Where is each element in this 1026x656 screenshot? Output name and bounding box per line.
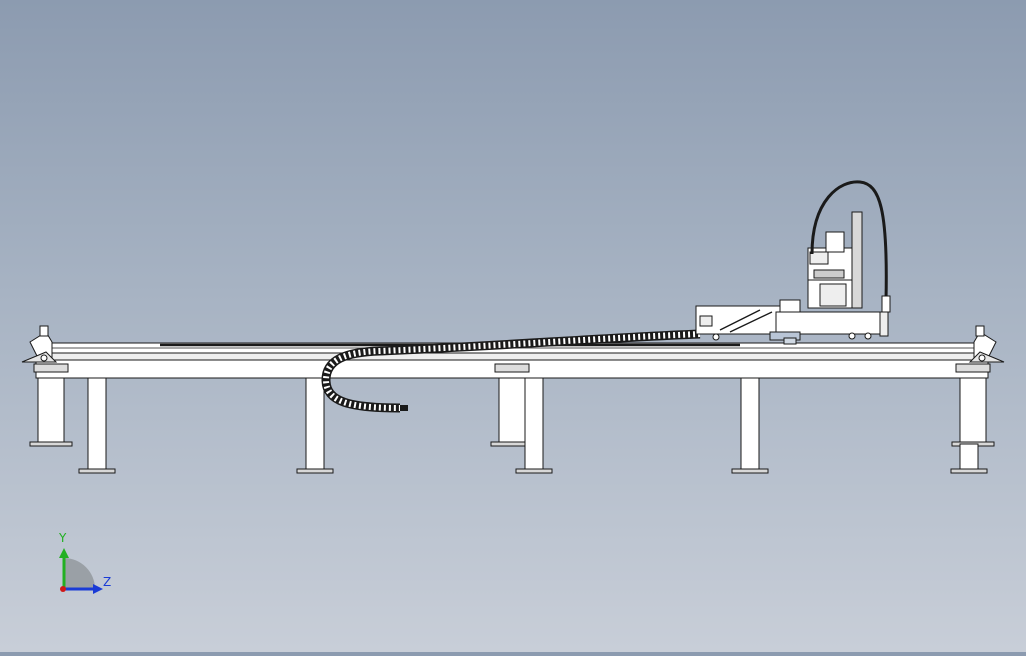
triad-y-label: Y [59, 531, 67, 545]
leg-foot [515, 468, 553, 474]
leg [959, 371, 987, 445]
leg-foot [950, 468, 988, 474]
triad-z-arrow [93, 584, 103, 594]
leg [87, 377, 107, 471]
right-end-cap [968, 325, 1005, 363]
mount-brackets [33, 363, 991, 373]
leg [959, 443, 979, 471]
triad-z-label: Z [103, 575, 112, 589]
beam-strip [43, 352, 981, 361]
leg-foot [29, 441, 73, 447]
front-legs [78, 377, 988, 474]
rear-legs [29, 371, 995, 447]
leg [37, 371, 65, 445]
leg [524, 377, 544, 471]
vertical-column [807, 211, 863, 309]
triad-x-origin [60, 586, 66, 592]
leg [305, 377, 325, 471]
spindle-cable [810, 180, 891, 313]
coordinate-triad [59, 548, 103, 594]
left-end-cap [21, 325, 58, 363]
carriage [695, 299, 889, 345]
leg [498, 371, 526, 445]
leg [740, 377, 760, 471]
triad-y-arrow [59, 548, 69, 558]
triad-plane-icon [64, 558, 95, 589]
leg-foot [296, 468, 334, 474]
carriage-plate [775, 311, 887, 335]
leg-foot [78, 468, 116, 474]
leg-foot [731, 468, 769, 474]
drag-chain [321, 329, 701, 413]
